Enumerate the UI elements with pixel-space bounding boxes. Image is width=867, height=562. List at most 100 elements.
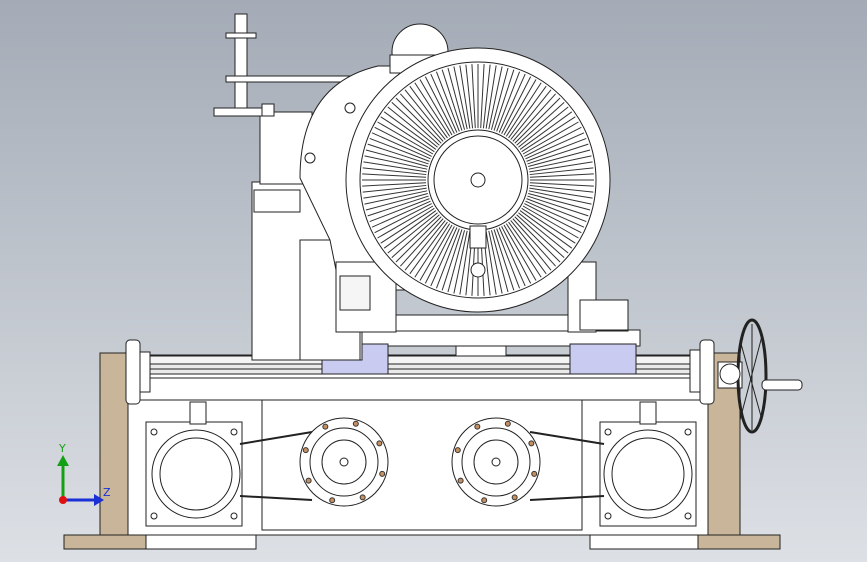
pulley-right[interactable] <box>451 417 541 507</box>
pulley-bolt <box>376 440 383 447</box>
fan-fin <box>505 82 542 137</box>
fan-fin <box>459 65 471 129</box>
fan-fin <box>441 69 463 131</box>
fan-fin <box>441 229 463 291</box>
fan-fin <box>518 106 569 148</box>
drive-belt-right <box>529 431 605 501</box>
fan-fin <box>424 226 455 284</box>
pulley-bolt <box>457 477 464 484</box>
fan-fin <box>430 227 458 287</box>
fan-fin <box>510 220 552 271</box>
handwheel[interactable] <box>717 318 803 434</box>
fan-fin <box>529 161 593 173</box>
fan-fin <box>524 203 582 234</box>
fan-fin <box>493 69 515 131</box>
fan-fin <box>453 230 468 294</box>
fan-fin <box>362 184 427 193</box>
fan-fin <box>519 210 573 249</box>
fan-fin <box>505 223 542 278</box>
fan-fin <box>490 67 509 130</box>
fan-fin <box>498 227 526 287</box>
fan-fin <box>516 102 565 146</box>
triad-z-label: Z <box>103 486 111 499</box>
rail-end-plate-right <box>689 339 715 405</box>
fan-fin <box>496 228 521 289</box>
fan-fin <box>374 203 432 234</box>
fan-fin <box>496 71 521 132</box>
fan-fin <box>519 111 573 150</box>
pulley-bolt <box>454 447 461 454</box>
fan-fin <box>377 121 434 155</box>
fan-fin <box>395 216 442 263</box>
fan-fin <box>528 190 592 205</box>
fan-fin <box>527 195 589 217</box>
right-motor-housing <box>599 401 697 527</box>
fan-fin <box>521 116 576 153</box>
fan-fin <box>471 64 476 129</box>
fan-fin <box>453 66 468 130</box>
fan-fin <box>414 223 451 278</box>
fan-fin <box>371 200 431 228</box>
fan-fin <box>391 102 440 146</box>
fan-fin <box>529 182 594 187</box>
pulley-bolt <box>322 423 329 430</box>
fan-fin <box>528 192 591 211</box>
fan-fin <box>414 82 451 137</box>
fan-fin <box>529 167 594 176</box>
fan-fin <box>447 230 466 293</box>
pulley-bolt <box>379 470 386 477</box>
fan-fin <box>369 137 430 162</box>
fan-fin <box>367 195 429 217</box>
fan-fin <box>490 230 509 293</box>
pulley-bolt <box>528 440 535 447</box>
fan-fin <box>383 210 437 249</box>
fan-fin <box>419 224 453 281</box>
fan-fin <box>363 161 427 173</box>
triad-y-label: Y <box>58 442 66 455</box>
fan-fin <box>367 143 429 165</box>
slide-block-right <box>569 343 637 375</box>
fan-fin <box>365 149 428 168</box>
pulley-bolt <box>481 497 488 504</box>
pulley-bolt <box>359 494 366 501</box>
fan-fin <box>409 85 448 139</box>
fan-fin <box>514 97 561 144</box>
fan-fin <box>380 116 435 153</box>
fan-fin <box>529 173 594 178</box>
pulley-bolt <box>352 420 359 427</box>
fan-fin <box>512 218 556 267</box>
drive-belt-left <box>239 431 313 501</box>
fan-fin <box>488 230 503 294</box>
pulley-bolt <box>531 470 538 477</box>
fan-fin <box>364 190 428 205</box>
lever-rod[interactable] <box>213 13 357 117</box>
fan-fin <box>387 106 438 148</box>
pulley-left[interactable] <box>299 417 389 507</box>
fan-fin <box>482 64 491 129</box>
fan-fin <box>521 207 576 244</box>
fan-fin <box>430 73 458 133</box>
fan-fin <box>395 97 442 144</box>
fan-fin <box>435 228 460 289</box>
pulley-bolt <box>504 420 511 427</box>
fan-fin <box>387 212 438 254</box>
fan-fin <box>419 79 453 136</box>
fan-fin <box>524 126 582 157</box>
fan-fin <box>371 132 431 160</box>
fan-fin <box>525 200 585 228</box>
fan-fin <box>528 149 591 168</box>
fan-fin <box>508 85 547 139</box>
fan-fin <box>409 221 448 275</box>
fan-fin <box>522 121 579 155</box>
motor-fan-cover <box>345 47 611 313</box>
fan-fin <box>512 93 556 142</box>
rail-end-plate-left <box>125 339 151 405</box>
fan-fin <box>459 231 471 295</box>
fan-fin <box>485 65 497 129</box>
fan-fin <box>400 93 444 142</box>
fan-fin <box>365 192 428 211</box>
fan-fin <box>435 71 460 132</box>
fan-fin <box>377 205 434 239</box>
